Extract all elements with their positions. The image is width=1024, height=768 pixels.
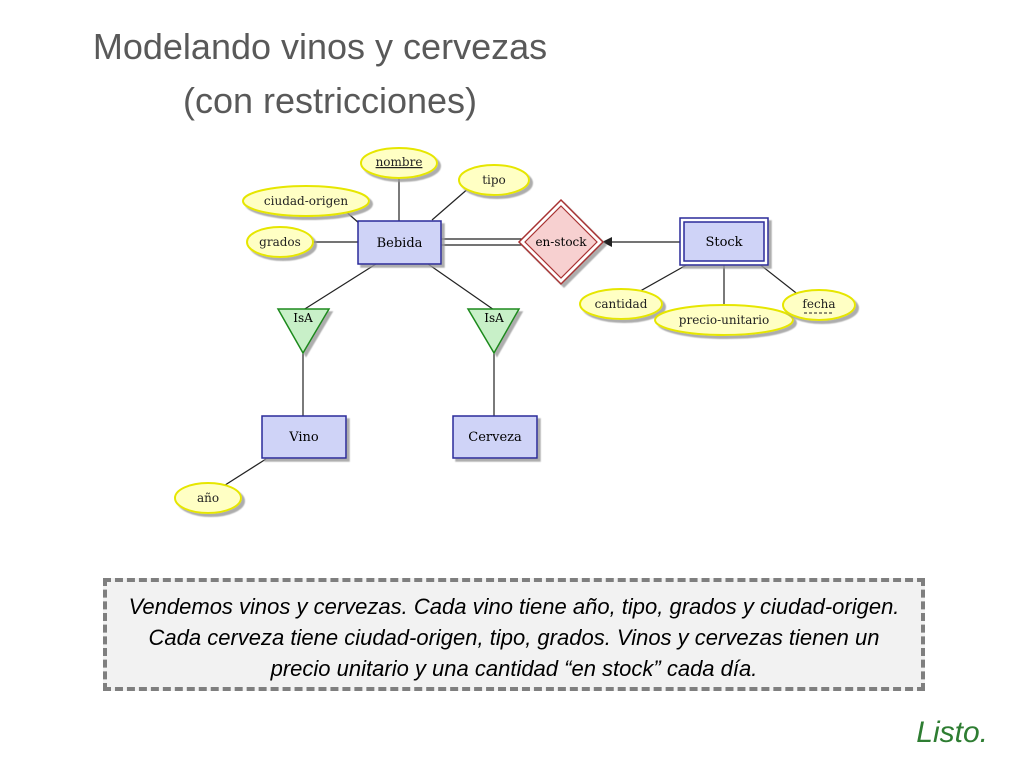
entity-bebida: Bebida bbox=[357, 220, 442, 265]
attribute-ciudad-origen: ciudad-origen bbox=[264, 194, 348, 208]
isa-vino-label: IsA bbox=[293, 311, 313, 325]
attribute-cantidad: cantidad bbox=[595, 297, 648, 311]
slide-title-line2: (con restricciones) bbox=[182, 80, 478, 121]
attribute-shapes bbox=[174, 147, 856, 514]
entity-vino: Vino bbox=[261, 415, 347, 459]
relationship-en-stock: en-stock bbox=[517, 198, 605, 286]
description-box: Vendemos vinos y cervezas. Cada vino tie… bbox=[103, 578, 925, 691]
attribute-grados: grados bbox=[259, 235, 301, 249]
attribute-labels: nombre tipo ciudad-origen grados cantida… bbox=[197, 155, 836, 505]
isa-vino: IsA bbox=[276, 308, 331, 355]
attribute-nombre: nombre bbox=[376, 155, 423, 169]
entity-stock-weak: Stock bbox=[679, 217, 769, 266]
attribute-precio-unitario: precio-unitario bbox=[679, 313, 769, 327]
entity-cerveza-label: Cerveza bbox=[468, 430, 522, 445]
status-text: Listo. bbox=[916, 716, 988, 749]
key-constraint-arrow bbox=[602, 237, 680, 247]
relationship-en-stock-label: en-stock bbox=[535, 235, 587, 249]
total-participation-line bbox=[441, 238, 522, 246]
entity-vino-label: Vino bbox=[288, 430, 319, 445]
isa-cerveza-label: IsA bbox=[484, 311, 504, 325]
slide-title-line1: Modelando vinos y cervezas bbox=[92, 26, 548, 67]
entity-cerveza: Cerveza bbox=[452, 415, 538, 459]
connector-lines bbox=[221, 178, 801, 488]
attribute-fecha: fecha bbox=[802, 297, 835, 311]
attribute-tipo: tipo bbox=[482, 173, 506, 187]
entity-bebida-label: Bebida bbox=[377, 236, 423, 251]
entity-stock-label: Stock bbox=[705, 235, 742, 250]
attribute-anio: año bbox=[197, 491, 219, 505]
isa-cerveza: IsA bbox=[466, 308, 521, 355]
